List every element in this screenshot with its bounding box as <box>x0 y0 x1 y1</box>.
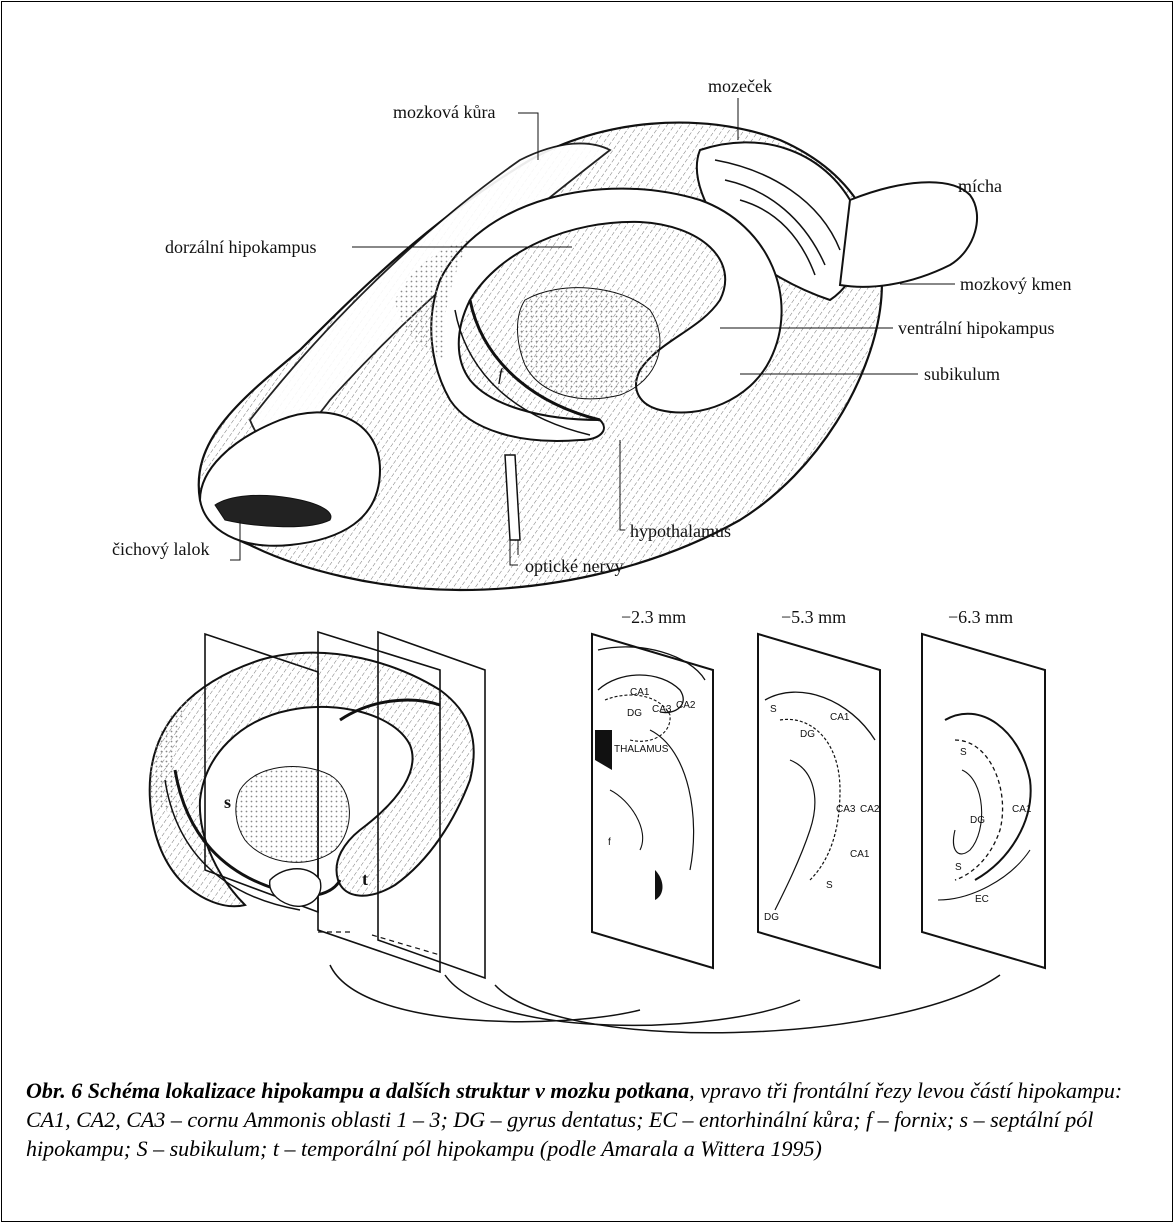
label-s: s <box>224 792 231 812</box>
label-mozecek: mozeček <box>708 76 772 96</box>
section-1-label-thalamus: THALAMUS <box>614 744 669 755</box>
section-1-label-dg: DG <box>627 708 642 719</box>
frontal-section-1: −2.3 mm CA1 CA3 CA2 DG THALAMUS f <box>592 607 713 968</box>
caption-title: Obr. 6 Schéma lokalizace hipokampu a dal… <box>26 1078 689 1103</box>
section-2-label-s-lower: S <box>826 880 833 891</box>
label-mozkova-kura: mozková kůra <box>393 102 495 122</box>
label-mozkovy-kmen: mozkový kmen <box>960 274 1071 294</box>
label-cichovy-lalok: čichový lalok <box>112 539 209 559</box>
section-1-label-f: f <box>608 837 611 848</box>
section-1-label-ca1: CA1 <box>630 687 650 698</box>
section-2-label-dg: DG <box>800 729 815 740</box>
section-2-label-ca3: CA3 <box>836 804 856 815</box>
section-1-label-ca3: CA3 <box>652 704 672 715</box>
section-3-label-ec: EC <box>975 894 989 905</box>
section-1-label-ca2: CA2 <box>676 700 696 711</box>
section-depth-1: −2.3 mm <box>621 607 686 627</box>
label-t: t <box>362 869 368 889</box>
label-opticke-nervy: optické nervy <box>525 556 623 576</box>
brain-diagram: mozková kůra mozeček mícha dorzální hipo… <box>0 0 1176 1060</box>
section-2-label-ca1-lower: CA1 <box>850 849 870 860</box>
label-ventralni-hipokampus: ventrální hipokampus <box>898 318 1054 338</box>
frontal-section-3: −6.3 mm S CA1 DG S EC <box>922 607 1045 968</box>
label-dorzalni-hipokampus: dorzální hipokampus <box>165 237 316 257</box>
section-3-label-s-lower: S <box>955 862 962 873</box>
section-2-label-dg-lower: DG <box>764 912 779 923</box>
label-hypothalamus: hypothalamus <box>630 521 731 541</box>
section-3-label-ca1: CA1 <box>1012 804 1032 815</box>
label-micha: mícha <box>958 176 1002 196</box>
section-3-label-dg: DG <box>970 815 985 826</box>
section-2-label-s: S <box>770 704 777 715</box>
label-subikulum: subikulum <box>924 364 1000 384</box>
frontal-section-2: −5.3 mm S CA1 DG CA3 CA2 CA1 S DG <box>758 607 880 968</box>
figure-caption: Obr. 6 Schéma lokalizace hipokampu a dal… <box>26 1076 1156 1163</box>
rat-brain-illustration <box>199 123 977 590</box>
section-2-label-ca2: CA2 <box>860 804 880 815</box>
section-2-label-ca1: CA1 <box>830 712 850 723</box>
section-3-label-s: S <box>960 747 967 758</box>
section-depth-2: −5.3 mm <box>781 607 846 627</box>
section-depth-3: −6.3 mm <box>948 607 1013 627</box>
